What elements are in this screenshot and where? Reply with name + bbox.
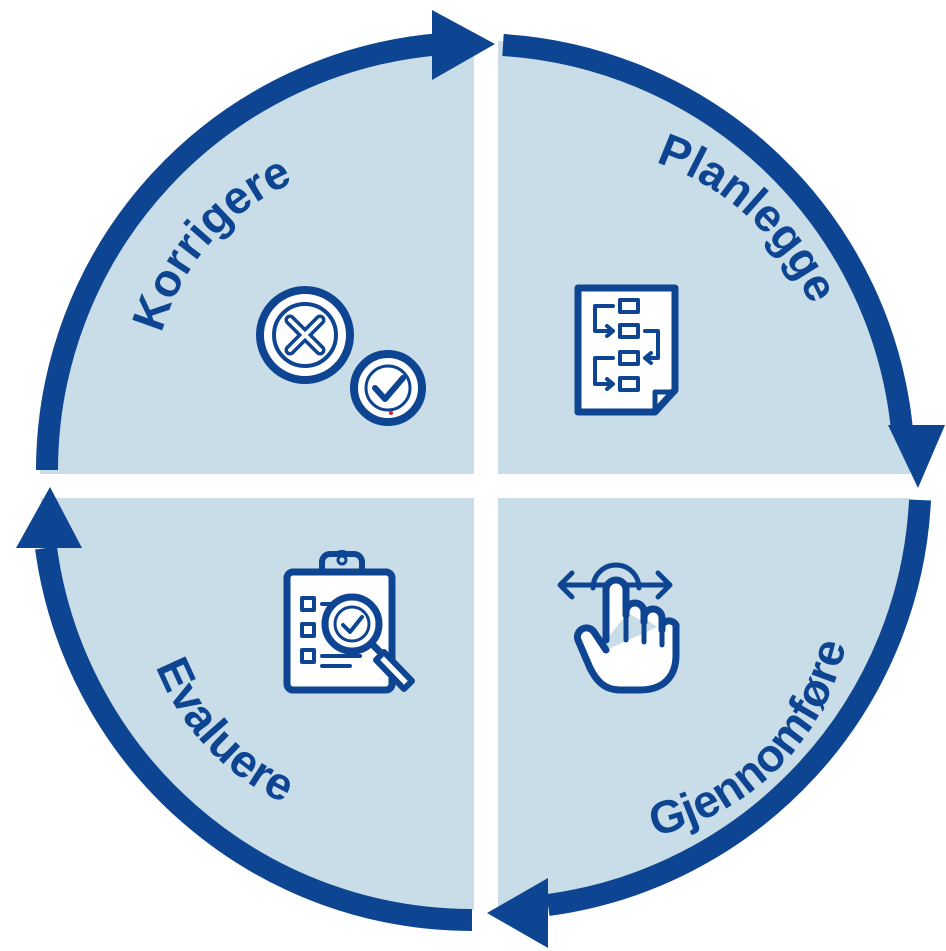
ring-arc-bottom-right xyxy=(546,499,931,916)
ring-arc-top-right xyxy=(502,34,913,432)
hand-swipe-icon xyxy=(557,562,680,694)
cycle-arrowheads xyxy=(16,10,945,948)
ring-arc-top-left xyxy=(36,33,443,471)
arrowhead-right xyxy=(888,425,945,488)
ring-arc-bottom-left xyxy=(35,546,473,931)
arrowhead-top xyxy=(432,10,495,80)
x-and-check-circles-icon xyxy=(256,286,426,426)
flowchart-document-icon xyxy=(574,284,679,416)
arrowhead-bottom xyxy=(487,878,548,948)
clipboard-magnifier-icon xyxy=(283,549,415,694)
quadrant-bottom-right xyxy=(475,475,910,910)
cycle-ring xyxy=(35,33,931,931)
arrowhead-left xyxy=(16,487,82,548)
